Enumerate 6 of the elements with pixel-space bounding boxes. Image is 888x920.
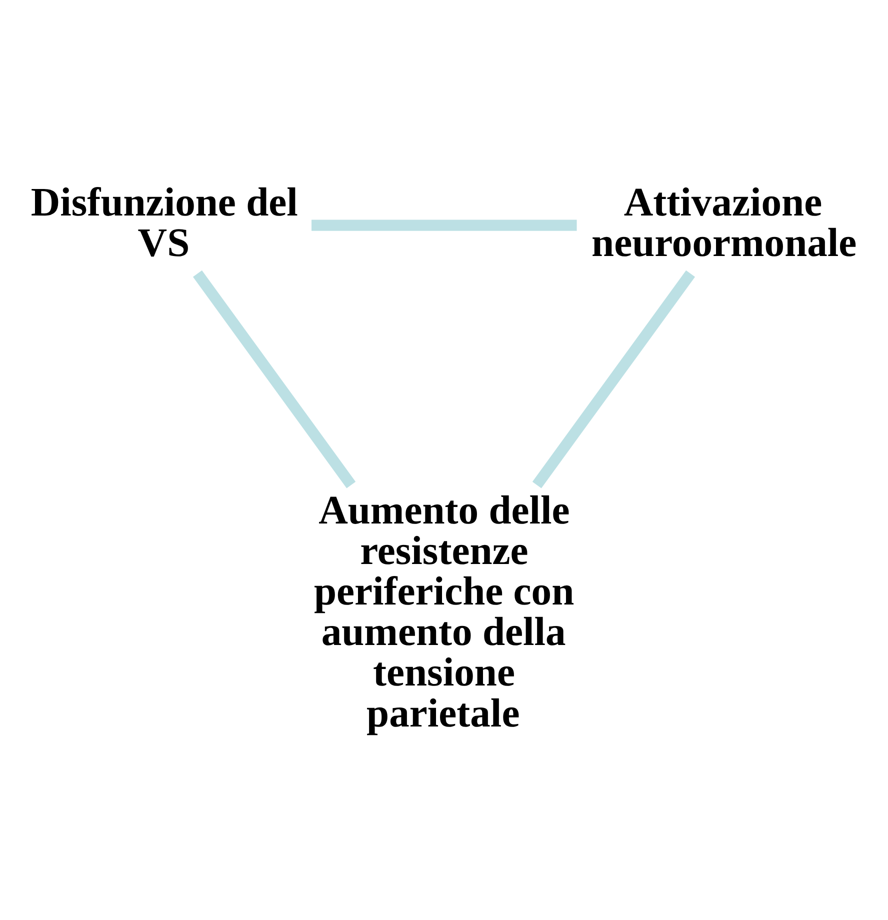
node-text: Aumento delle resistenze periferiche con aumento della tensione parietale bbox=[314, 486, 574, 735]
node-text: Attivazione neuroormonale bbox=[592, 178, 857, 264]
connector bbox=[312, 219, 577, 230]
node-text: Disfunzione del VS bbox=[30, 178, 298, 264]
connector bbox=[532, 270, 696, 488]
connector bbox=[192, 270, 356, 488]
